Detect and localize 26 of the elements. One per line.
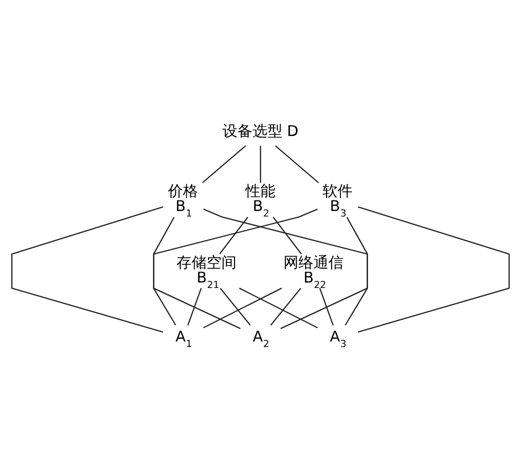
connector bbox=[187, 288, 202, 326]
connector bbox=[203, 208, 368, 326]
node-text: 设备选型 D bbox=[222, 123, 298, 140]
connector bbox=[358, 206, 510, 333]
connector bbox=[260, 146, 262, 183]
connector bbox=[319, 288, 334, 326]
connector bbox=[153, 216, 241, 330]
connector bbox=[280, 216, 368, 330]
node-text: 网络通信 B$_{22}$ bbox=[284, 254, 344, 291]
connector bbox=[272, 216, 302, 254]
connector bbox=[153, 208, 318, 326]
connector bbox=[239, 288, 318, 328]
node-text: 性能 B$_{2}$ bbox=[245, 183, 276, 220]
connector bbox=[275, 145, 319, 184]
connector bbox=[219, 216, 248, 254]
node-text: A$_{2}$ bbox=[252, 328, 270, 350]
connector bbox=[11, 206, 164, 333]
connector bbox=[220, 288, 251, 326]
connector bbox=[203, 288, 282, 328]
node-text: A$_{1}$ bbox=[176, 328, 192, 350]
node-text: 软件 B$_{3}$ bbox=[322, 183, 352, 220]
node-text: 价格 B$_{1}$ bbox=[168, 183, 198, 220]
node-text: A$_{3}$ bbox=[330, 328, 346, 350]
connector bbox=[202, 145, 246, 184]
node-text: 存储空间 B$_{21}$ bbox=[176, 254, 237, 291]
connector bbox=[270, 288, 302, 326]
